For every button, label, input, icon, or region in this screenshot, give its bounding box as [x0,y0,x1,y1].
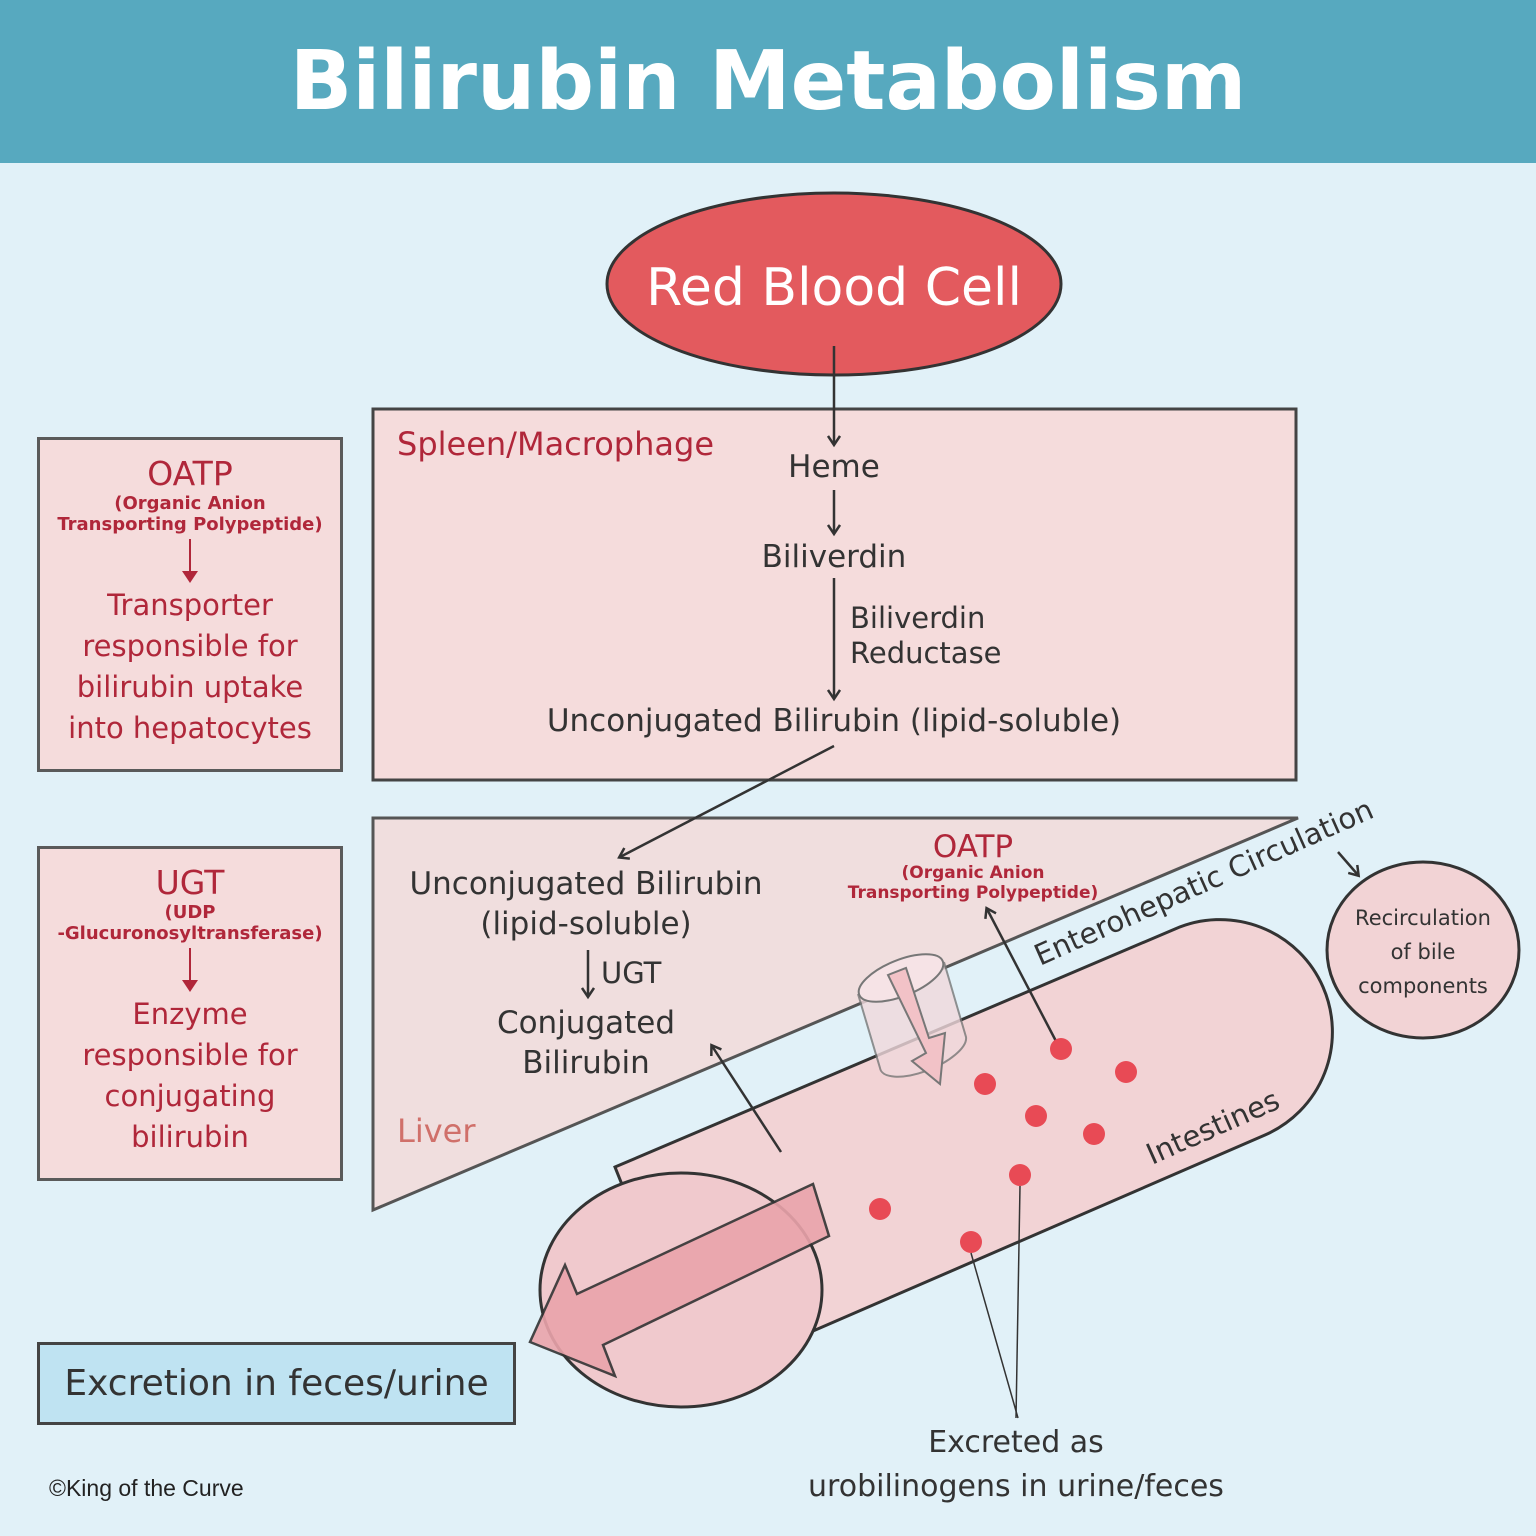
liver-region [371,816,1299,1213]
arrow-spleen-liver [620,744,835,857]
ugt-box-desc-1: Enzyme [132,997,248,1031]
pointer-line-1 [970,1252,1019,1419]
ugt-box-line1: (UDP [164,902,216,923]
excreted-uro-line2: urobilinogens in urine/feces [808,1469,1224,1504]
spleen-label: Spleen/Macrophage [397,425,714,463]
oatp-center-line2: Transporting Polypeptide) [848,883,1099,903]
down-arrow-icon [182,539,198,583]
biliverdin-label: Biliverdin [762,539,907,575]
ugt-box-desc-2: responsible for [82,1038,298,1072]
oatp-box-desc-3: bilirubin uptake [76,670,304,704]
transporter-cylinder-icon [857,953,968,1086]
ugt-box-title: UGT [155,863,225,902]
recirculation-line1: Recirculation [1355,906,1491,930]
down-arrow-icon [182,948,198,992]
arrow-intestine-liver [712,1046,783,1153]
liver-label: Liver [397,1112,476,1150]
arrow-to-recirculation [1337,851,1358,875]
copyright: ©King of the Curve [49,1475,244,1501]
oatp-box-line2: Transporting Polypeptide) [57,514,323,535]
oatp-box-line1: (Organic Anion [114,493,266,514]
ugt-label: UGT [601,956,662,990]
spleen-unconjugated-label: Unconjugated Bilirubin (lipid-soluble) [547,703,1121,739]
liver-unconj-line2: (lipid-soluble) [480,906,691,942]
header-banner: Bilirubin Metabolism [0,0,1536,163]
oatp-center-title: OATP [933,829,1013,865]
recirculation-circle [1325,860,1521,1040]
rbc-label: Red Blood Cell [646,258,1022,318]
excretion-arrow [528,1182,831,1379]
excretion-box: Excretion in feces/urine [37,1342,516,1425]
oatp-center-line1: (Organic Anion [901,863,1044,883]
oatp-box-desc-1: Transporter [107,588,273,622]
pointer-line-2 [1015,1185,1021,1419]
liver-conj-line1: Conjugated [497,1005,675,1041]
recirculation-line3: components [1358,974,1488,998]
oatp-box-desc-2: responsible for [82,629,298,663]
enzyme-line2: Reductase [850,636,1002,670]
ugt-box-desc-4: bilirubin [131,1120,249,1154]
oatp-box-desc-4: into hepatocytes [68,711,312,745]
recirculation-line2: of bile [1391,940,1456,964]
page-title: Bilirubin Metabolism [289,34,1247,129]
enzyme-line1: Biliverdin [850,601,985,635]
liver-conj-line2: Bilirubin [522,1045,649,1081]
oatp-info-box: OATP (Organic Anion Transporting Polypep… [37,437,343,772]
urobilinogen-dots [869,1038,1137,1253]
liver-unconj-line1: Unconjugated Bilirubin [409,866,762,902]
ugt-box-line2: -Glucuronosyltransferase) [57,923,323,944]
heme-label: Heme [788,449,880,485]
ugt-info-box: UGT (UDP -Glucuronosyltransferase) Enzym… [37,846,343,1181]
oatp-box-title: OATP [147,454,233,493]
arrow-intestine-oatp [987,909,1060,1046]
excreted-uro-line1: Excreted as [928,1425,1104,1460]
ugt-box-desc-3: conjugating [104,1079,276,1113]
